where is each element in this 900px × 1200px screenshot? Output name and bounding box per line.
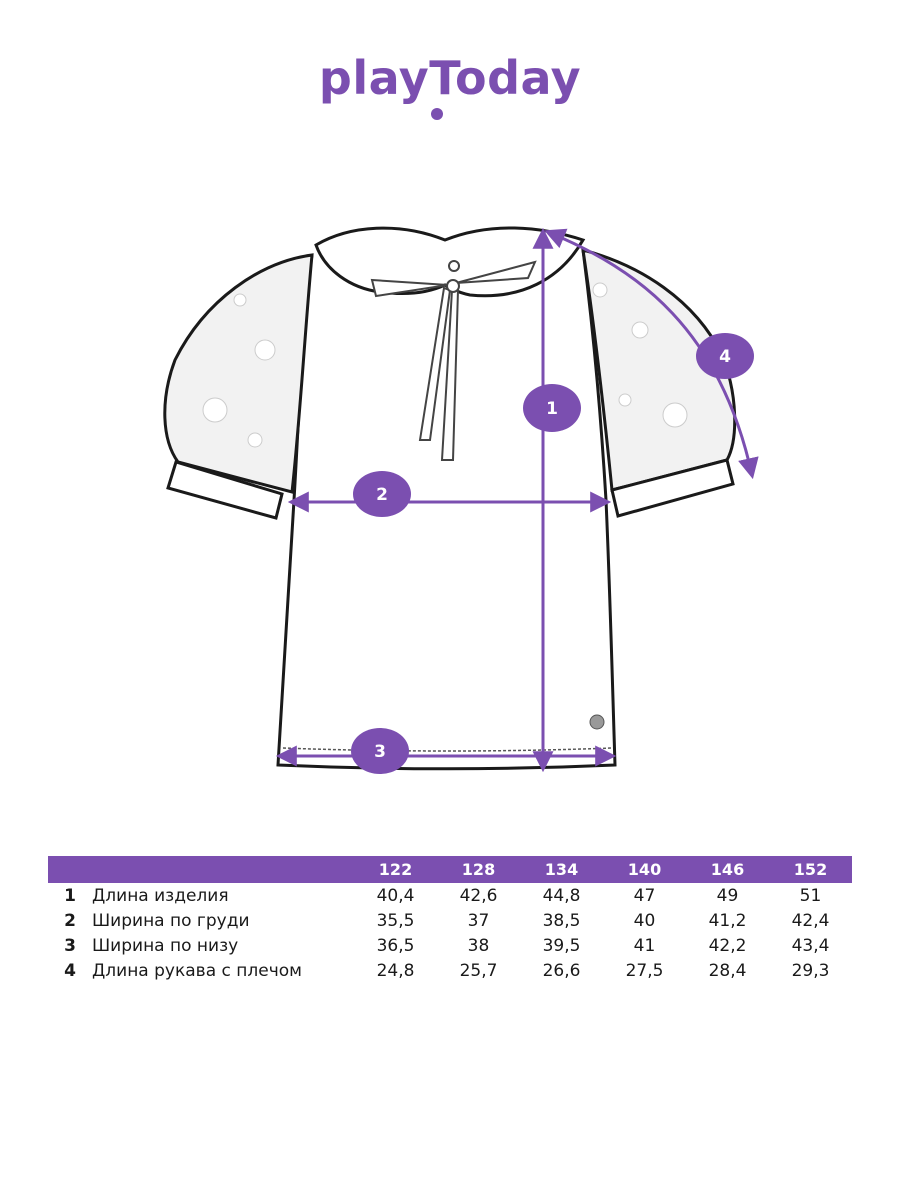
- measurement-lines: [275, 227, 759, 773]
- cell-value: 49: [716, 885, 739, 906]
- cell-value: 28,4: [708, 960, 747, 981]
- row-number: 1: [64, 885, 76, 906]
- row-label: Ширина по низу: [92, 935, 239, 956]
- brand-logo: playToday: [0, 51, 900, 120]
- cell-value: 25,7: [459, 960, 498, 981]
- table-row: 3 Ширина по низу 36,5 38 39,5 41 42,2 43…: [48, 933, 852, 958]
- cell-value: 40,4: [376, 885, 415, 906]
- table-row: 2 Ширина по груди 35,5 37 38,5 40 41,2 4…: [48, 908, 852, 933]
- marker-chest: 2: [353, 471, 411, 517]
- left-sleeve: [163, 253, 314, 494]
- row-label: Ширина по груди: [92, 910, 250, 931]
- brand-tag: [589, 714, 605, 730]
- cell-value: 39,5: [542, 935, 581, 956]
- cell-value: 42,6: [459, 885, 498, 906]
- size-header: 134: [520, 856, 603, 883]
- cell-value: 35,5: [376, 910, 415, 931]
- size-header: 152: [769, 856, 852, 883]
- row-number: 4: [64, 960, 76, 981]
- bow: [370, 260, 537, 461]
- measure-line-sleeve: [544, 228, 759, 480]
- table-row: 4 Длина рукава с плечом 24,8 25,7 26,6 2…: [48, 958, 852, 983]
- header-blank: [48, 856, 354, 883]
- marker-hem: 3: [351, 728, 409, 774]
- size-chart-table: 122 128 134 140 146 152 1 Длина изделия …: [48, 856, 852, 983]
- size-header-row: 122 128 134 140 146 152: [48, 856, 852, 883]
- blouse-body-outline: [276, 249, 617, 771]
- table-row: 1 Длина изделия 40,4 42,6 44,8 47 49 51: [48, 883, 852, 908]
- cell-value: 40: [633, 910, 656, 931]
- row-number: 2: [64, 910, 76, 931]
- size-header: 146: [686, 856, 769, 883]
- size-header: 140: [603, 856, 686, 883]
- cell-value: 38: [467, 935, 490, 956]
- cell-value: 29,3: [791, 960, 830, 981]
- cell-value: 26,6: [542, 960, 581, 981]
- cell-value: 36,5: [376, 935, 415, 956]
- logo-dot: [431, 108, 443, 120]
- marker-chest-label: 2: [376, 485, 388, 505]
- row-number: 3: [64, 935, 76, 956]
- cell-value: 27,5: [625, 960, 664, 981]
- left-cuff: [166, 460, 284, 520]
- marker-length-label: 1: [546, 399, 558, 419]
- cell-value: 44,8: [542, 885, 581, 906]
- garment-diagram: 1 2 3 4: [163, 226, 759, 774]
- cell-value: 51: [799, 885, 822, 906]
- cell-value: 47: [633, 885, 656, 906]
- marker-length: 1: [523, 384, 581, 432]
- cell-value: 38,5: [542, 910, 581, 931]
- cell-value: 24,8: [376, 960, 415, 981]
- cell-value: 42,4: [791, 910, 830, 931]
- cell-value: 41: [633, 935, 656, 956]
- cell-value: 41,2: [708, 910, 747, 931]
- marker-sleeve-label: 4: [719, 347, 731, 367]
- cell-value: 37: [467, 910, 490, 931]
- marker-sleeve: 4: [696, 333, 754, 379]
- row-label: Длина рукава с плечом: [92, 960, 302, 981]
- logo-text: playToday: [318, 51, 582, 105]
- cell-value: 42,2: [708, 935, 747, 956]
- size-header: 122: [354, 856, 437, 883]
- size-header: 128: [437, 856, 520, 883]
- cell-value: 43,4: [791, 935, 830, 956]
- marker-hem-label: 3: [374, 742, 386, 762]
- row-label: Длина изделия: [92, 885, 229, 906]
